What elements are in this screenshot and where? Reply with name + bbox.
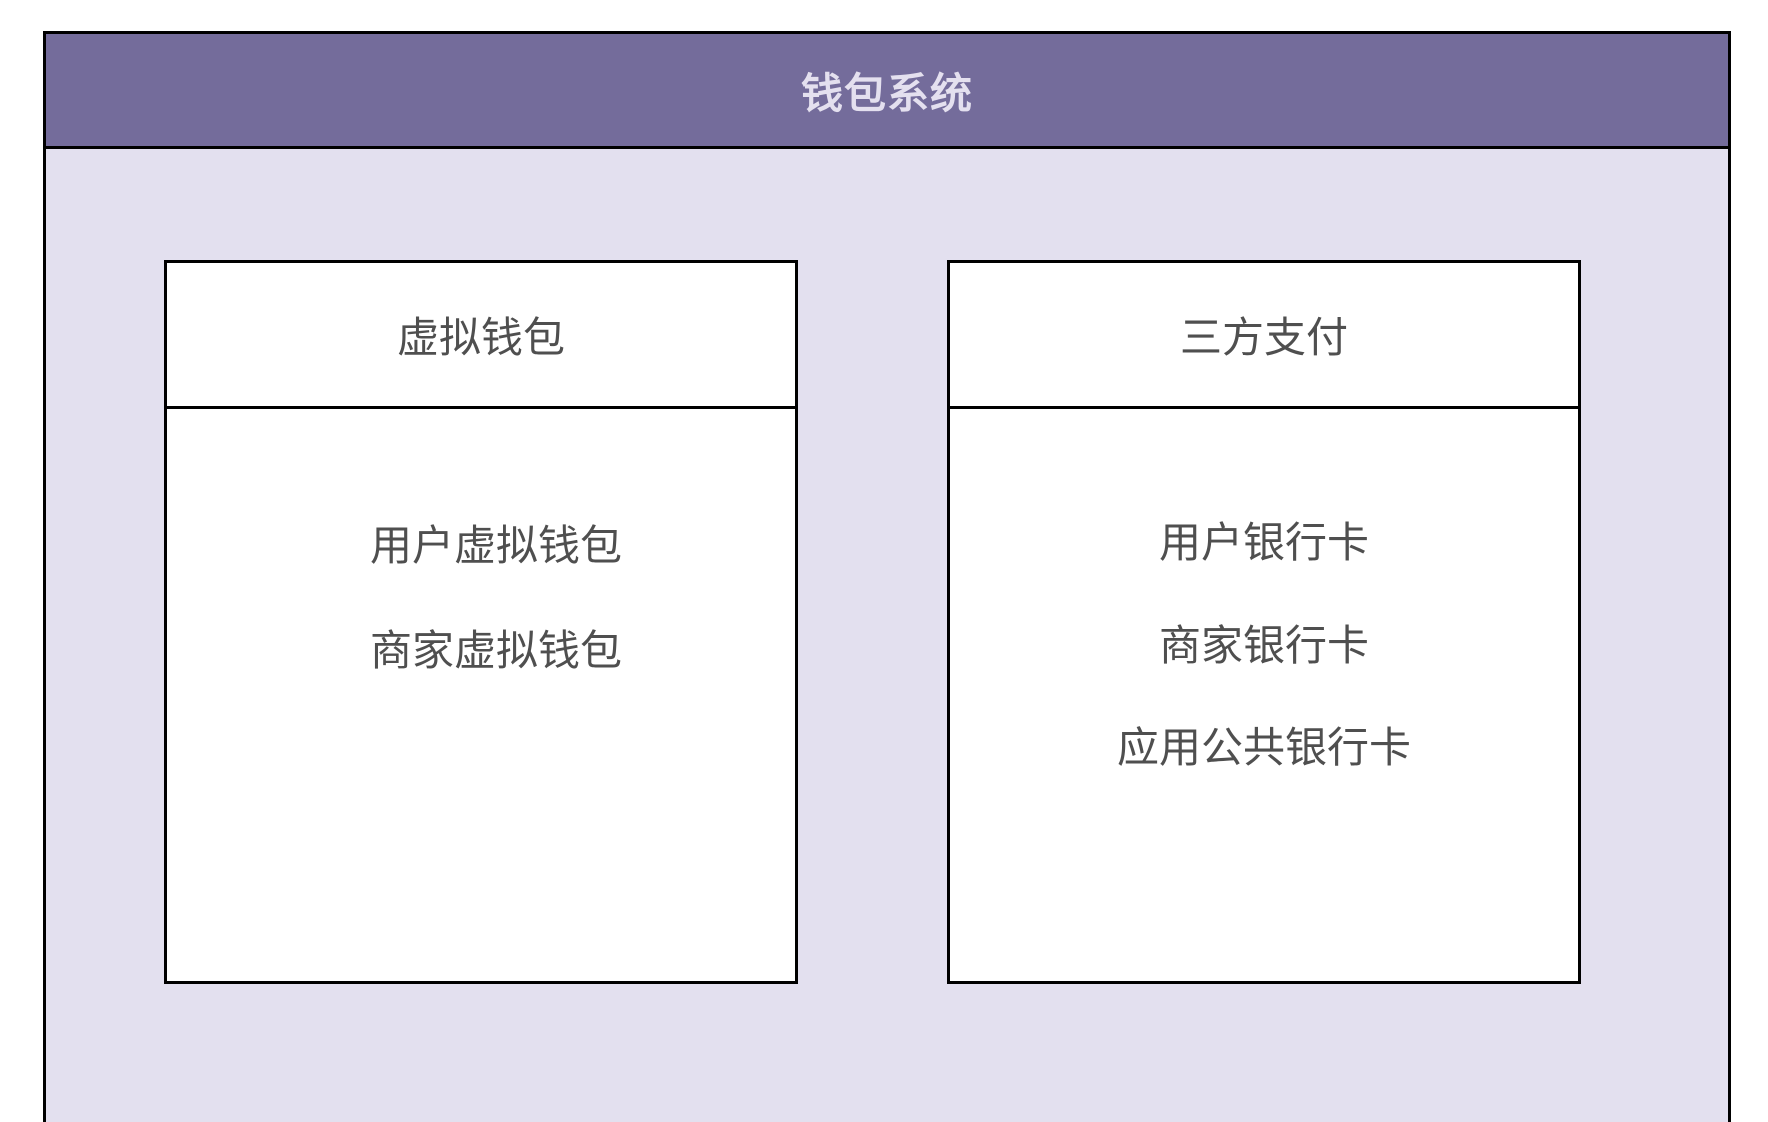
wallet-system-title: 钱包系统	[800, 68, 973, 118]
app-public-bank-card-item: 应用公共银行卡	[1116, 723, 1411, 772]
virtual-wallet-body: 用户虚拟钱包 商家虚拟钱包	[167, 409, 795, 981]
virtual-wallet-header: 虚拟钱包	[167, 263, 795, 409]
third-party-payment-box: 三方支付 用户银行卡 商家银行卡 应用公共银行卡	[947, 260, 1581, 984]
user-bank-card-item: 用户银行卡	[1158, 518, 1369, 567]
merchant-bank-card-item: 商家银行卡	[1158, 621, 1369, 670]
merchant-virtual-wallet-item: 商家虚拟钱包	[369, 626, 622, 675]
virtual-wallet-box: 虚拟钱包 用户虚拟钱包 商家虚拟钱包	[164, 260, 798, 984]
wallet-system-header: 钱包系统	[46, 34, 1728, 149]
user-virtual-wallet-item: 用户虚拟钱包	[369, 521, 622, 570]
third-party-payment-title: 三方支付	[1179, 313, 1348, 362]
third-party-payment-header: 三方支付	[950, 263, 1578, 409]
virtual-wallet-title: 虚拟钱包	[396, 313, 565, 362]
third-party-payment-body: 用户银行卡 商家银行卡 应用公共银行卡	[950, 409, 1578, 981]
